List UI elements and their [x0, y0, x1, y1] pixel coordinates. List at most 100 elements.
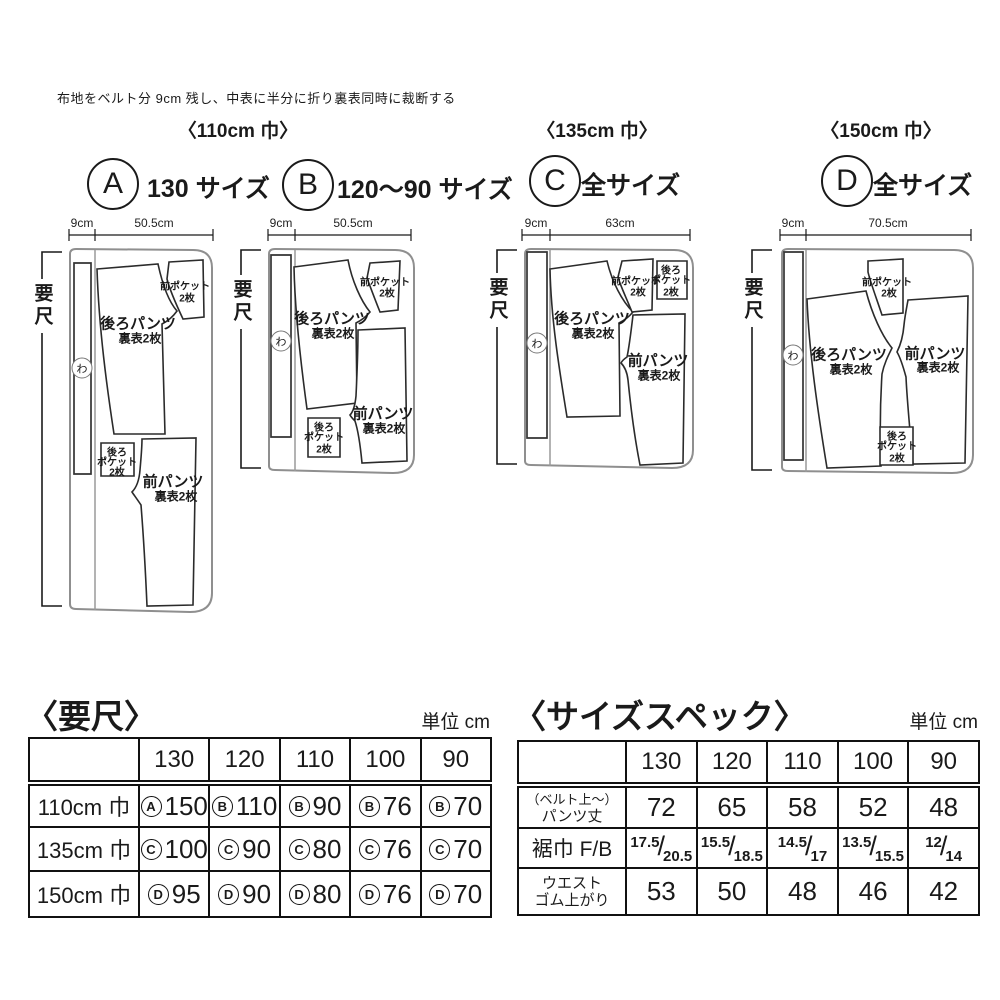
yardage-value: 76 [382, 790, 412, 821]
layout-letter-badge: B [429, 795, 451, 817]
spec-row-label-hem-width: 裾巾 F/B [517, 827, 627, 869]
yardage-value: 90 [312, 790, 342, 821]
hem-front-value: 15.5 [700, 834, 731, 851]
layout-b-back-pocket-label-2: ポケット [304, 432, 344, 444]
yardage-value: 76 [382, 878, 412, 909]
table-row: 裾巾 F/B 17.520.5 15.518.5 14.517 13.515.5… [517, 827, 980, 869]
hem-back-value: 14 [945, 848, 963, 865]
layout-b-yardage-bracket [241, 250, 261, 468]
layout-b-size-label: 120〜90 サイズ [337, 176, 513, 204]
layout-a-belt-width-label: 9cm [70, 216, 94, 230]
layout-letter-badge: D [429, 883, 451, 905]
hem-front-value: 13.5 [842, 834, 872, 851]
layout-b-fold-mark: わ [270, 330, 292, 352]
yardage-row-label: 110cm 巾 [28, 782, 140, 828]
layout-c-back-pants-note: 裏表2枚 [571, 326, 615, 341]
layout-d-dimension-line [780, 229, 971, 241]
yardage-value: 150 [164, 790, 208, 821]
layout-c-front-pocket-note: 2枚 [630, 287, 646, 299]
spec-corner-cell [517, 740, 627, 788]
spec-value: 50 [695, 867, 769, 916]
layout-a-back-pocket-label-3: 2枚 [109, 467, 125, 479]
layout-a-dimension-line [69, 229, 213, 241]
layout-a-back-pants-label: 後ろパンツ [100, 315, 176, 333]
hem-front-value: 14.5 [777, 834, 807, 851]
layout-a-back-pants-note: 裏表2枚 [118, 331, 162, 346]
layout-d-front-pants-label: 前パンツ [904, 345, 966, 363]
fraction-slash [805, 831, 813, 861]
yardage-col-header: 90 [419, 737, 492, 786]
layout-b-back-pocket-label-3: 2枚 [316, 444, 332, 456]
spec-value: 48 [907, 784, 980, 829]
layout-d-fold-mark: わ [782, 344, 804, 366]
spec-fraction-value: 1214 [907, 827, 980, 869]
spec-value: 72 [625, 784, 698, 829]
layout-a-front-pocket-outline [167, 260, 204, 319]
hem-front-value: 12 [925, 834, 942, 851]
layout-letter-badge: D [218, 883, 240, 905]
layout-a-fabric-outline [70, 249, 212, 612]
spec-row-label-line: （ベルト上〜） [526, 791, 618, 807]
yardage-value: 70 [453, 833, 483, 864]
spec-fraction-value: 17.520.5 [625, 827, 698, 869]
layout-c-back-pocket-label-3: 2枚 [663, 287, 679, 299]
spec-table: 130 120 110 100 90 （ベルト上〜）パンツ丈 72 65 58 … [517, 740, 980, 916]
layout-c-front-pocket-label: 前ポケット [611, 276, 661, 288]
layout-d-fabric-outline [782, 249, 973, 473]
layout-c-fold-mark: わ [526, 332, 548, 354]
layout-c-back-pocket-label-1: 後ろ [661, 265, 681, 277]
layout-c-dimension-line [522, 229, 690, 241]
layout-c-fabric-outline [525, 249, 693, 468]
layout-b-back-pants-outline [294, 260, 370, 409]
layout-a-fabric-width-label: 50.5cm [134, 216, 174, 230]
yardage-table-title: 〈要尺〉 [25, 698, 157, 735]
spec-fraction-value: 14.517 [766, 827, 839, 869]
layout-letter-badge: D [358, 883, 380, 905]
layout-c-back-pants-label: 後ろパンツ [554, 310, 630, 328]
layout-c-size-label: 全サイズ [581, 172, 681, 200]
yardage-value: 76 [382, 833, 412, 864]
spec-value: 46 [836, 867, 910, 916]
spec-table-title: 〈サイズスペック〉 [513, 698, 807, 735]
layout-letter-badge: B [358, 795, 380, 817]
layout-d-front-pants-note: 裏表2枚 [916, 360, 960, 375]
fabric-width-header-110cm: 〈110cm 巾〉 [177, 121, 299, 142]
layout-d-badge: D [821, 155, 873, 207]
spec-value: 53 [625, 867, 698, 916]
layout-c-back-pants-outline [550, 261, 633, 417]
yardage-value: 95 [171, 878, 201, 909]
layout-c-yardage-bracket [497, 250, 517, 464]
layout-c-front-pants-label: 前パンツ [627, 352, 689, 370]
table-row: （ベルト上〜）パンツ丈 72 65 58 52 48 [517, 784, 980, 829]
layout-letter-badge: C [288, 838, 310, 860]
layout-c-badge: C [529, 155, 581, 207]
yardage-col-header: 120 [208, 737, 281, 786]
yardage-value: 90 [242, 833, 272, 864]
layout-c-back-pocket-outline [657, 261, 687, 299]
layout-b-dimension-line [268, 229, 411, 241]
layout-d-back-pants-note: 裏表2枚 [829, 362, 873, 377]
spec-row-label-line: ウエスト [541, 874, 602, 892]
layout-a-badge: A [87, 158, 139, 210]
fabric-width-header-135cm: 〈135cm 巾〉 [536, 121, 658, 142]
spec-fraction-value: 13.515.5 [836, 827, 910, 869]
layout-d-back-pocket-outline [880, 427, 913, 465]
spec-row-label-line: ゴム上がり [534, 891, 610, 909]
yardage-row-label: 150cm 巾 [28, 870, 140, 918]
layout-c-back-pocket-label-2: ポケット [651, 275, 691, 287]
spec-col-header: 110 [766, 740, 839, 788]
layout-a-back-pocket-label-2: ポケット [97, 457, 137, 469]
spec-fraction-value: 15.518.5 [695, 827, 769, 869]
yardage-value: 100 [164, 833, 208, 864]
layout-b-front-pocket-label: 前ポケット [360, 277, 410, 289]
layout-b-badge: B [282, 159, 334, 211]
